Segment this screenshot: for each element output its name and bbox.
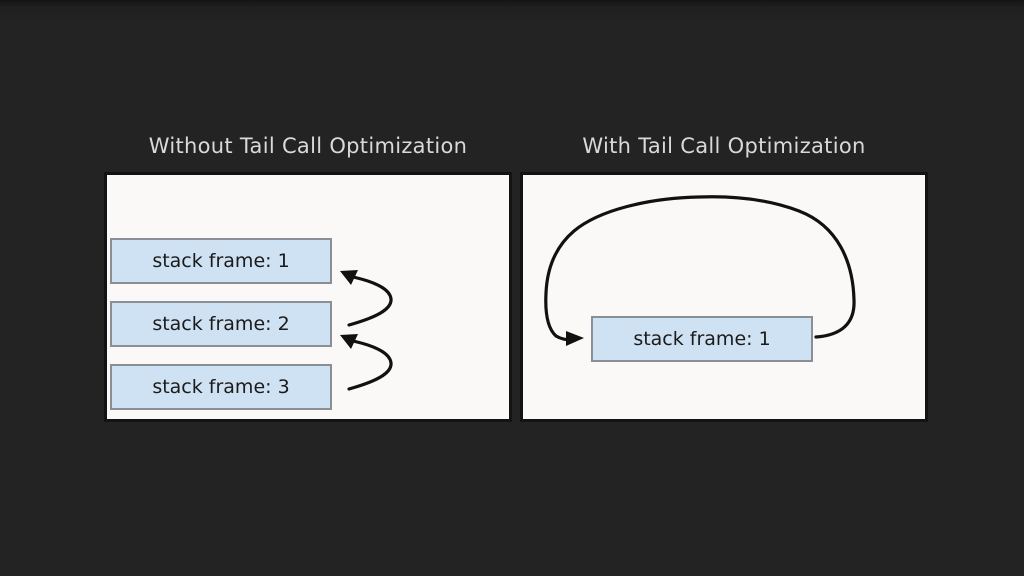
stack-frame-box-1: stack frame: 1 [110, 238, 332, 284]
stack-frame-box-3: stack frame: 3 [110, 364, 332, 410]
right-panel-title: With Tail Call Optimization [582, 134, 866, 158]
stack-frame-box-single: stack frame: 1 [591, 316, 813, 362]
with-tco-panel: stack frame: 1 [520, 172, 928, 422]
stack-frame-box-2: stack frame: 2 [110, 301, 332, 347]
without-tco-panel: stack frame: 1 stack frame: 2 stack fram… [104, 172, 512, 422]
left-panel-title: Without Tail Call Optimization [148, 134, 468, 158]
